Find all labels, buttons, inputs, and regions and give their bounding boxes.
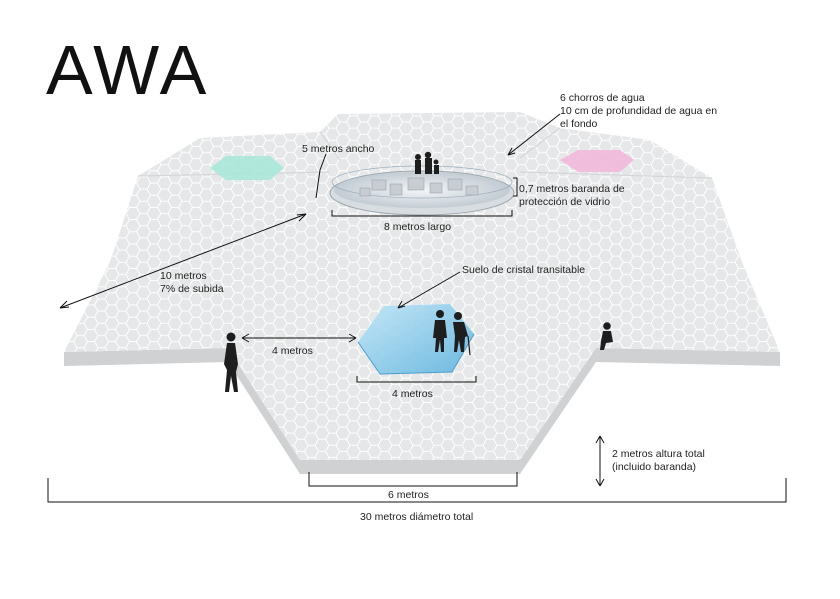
- height-line-2: (incluido baranda): [612, 461, 697, 473]
- mint-glass-hexagon: [210, 156, 284, 180]
- person-silhouettes: [224, 151, 613, 392]
- dimension-lines: [47, 113, 787, 503]
- left-4m-label: 4 metros: [272, 345, 313, 357]
- jets-annotation: 6 chorros de agua 10 cm de profundidad d…: [560, 92, 717, 131]
- width-5m-label: 5 metros ancho: [302, 143, 375, 155]
- pink-glass-hexagon: [560, 150, 634, 172]
- platform-edge: [64, 348, 780, 474]
- platform-hex-pattern: [64, 112, 780, 460]
- height-line-1: 2 metros altura total: [612, 448, 705, 460]
- railing-annotation: 0,7 metros baranda de protección de vidr…: [519, 183, 625, 209]
- railing-line-2: protección de vidrio: [519, 196, 611, 208]
- railing-line-1: 0,7 metros baranda de: [519, 183, 625, 195]
- pool-glass-railing: [331, 165, 513, 199]
- length-8m-label: 8 metros largo: [384, 221, 452, 233]
- jets-line-3: el fondo: [560, 118, 598, 130]
- slope-line-1: 10 metros: [160, 270, 207, 282]
- pool-blocks: [359, 177, 479, 197]
- glass-floor-label: Suelo de cristal transitable: [462, 264, 586, 276]
- bottom-4m-label: 4 metros: [392, 388, 433, 400]
- slope-annotation: 10 metros 7% de subida: [160, 270, 224, 296]
- six-m-label: 6 metros: [388, 489, 429, 501]
- diameter-label: 30 metros diámetro total: [360, 511, 474, 523]
- height-annotation: 2 metros altura total (incluido baranda): [612, 448, 705, 474]
- jets-line-2: 10 cm de profundidad de agua en: [560, 105, 718, 117]
- slope-line-2: 7% de subida: [160, 283, 224, 295]
- page-title: AWA: [46, 31, 210, 109]
- jets-line-1: 6 chorros de agua: [560, 92, 645, 104]
